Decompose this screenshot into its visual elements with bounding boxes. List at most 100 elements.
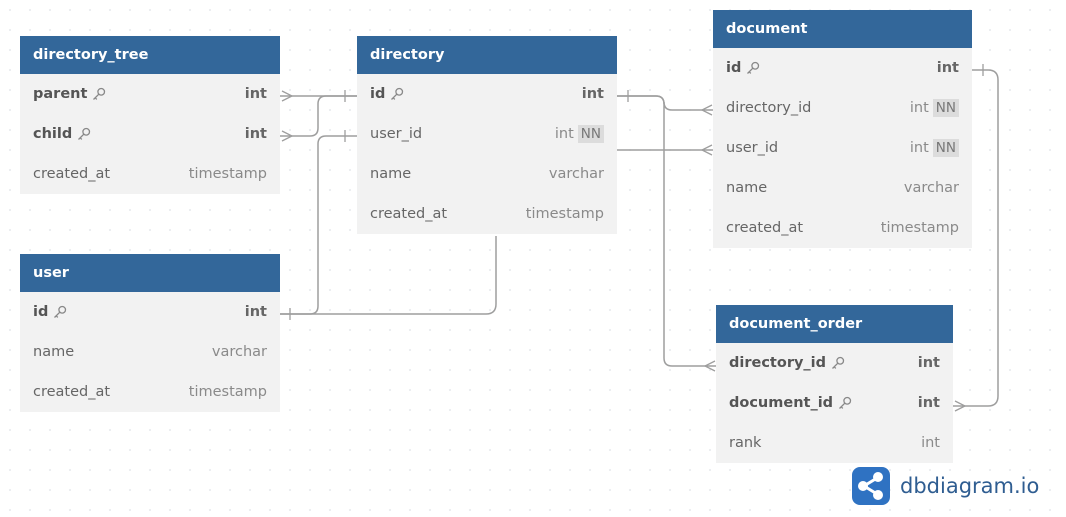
many-marker: [703, 360, 716, 372]
brand-watermark: dbdiagram.io: [852, 467, 1039, 505]
many-marker: [281, 130, 294, 142]
field-name: directory_id: [729, 355, 845, 371]
field-type: timestamp: [189, 384, 267, 400]
field-type-text: int: [917, 395, 940, 411]
field-name-text: created_at: [33, 384, 111, 400]
field-name: rank: [729, 435, 761, 451]
field-type-text: timestamp: [880, 220, 959, 236]
dbdiagram-logo-icon: [852, 467, 890, 505]
not-null-badge: NN: [577, 125, 604, 143]
field-name-text: rank: [729, 435, 762, 451]
field-name-text: directory_id: [726, 100, 812, 116]
field-row[interactable]: id int: [20, 292, 280, 332]
field-name-text: created_at: [726, 220, 804, 236]
field-type-text: varchar: [903, 180, 959, 196]
field-row[interactable]: created_at timestamp: [20, 372, 280, 412]
field-name-text: child: [33, 126, 73, 142]
field-type: varchar: [549, 166, 604, 182]
field-name: user_id: [370, 126, 422, 142]
field-name: name: [33, 344, 74, 360]
key-icon: [391, 87, 404, 100]
field-row[interactable]: rank int: [716, 423, 953, 463]
field-type: varchar: [904, 180, 959, 196]
rel-directory-tree-child-to-directory-id[interactable]: [280, 95, 357, 137]
field-name-text: created_at: [370, 206, 448, 222]
field-name: directory_id: [726, 100, 811, 116]
field-type-text: int: [909, 100, 929, 116]
field-name: created_at: [370, 206, 447, 222]
table-header[interactable]: user: [20, 254, 280, 292]
field-row[interactable]: id int: [357, 74, 617, 114]
rel-document-order-document-id-to-document-id[interactable]: [953, 69, 999, 407]
brand-name: dbdiagram.io: [900, 474, 1040, 498]
field-type-text: int: [936, 60, 959, 76]
field-type: varchar: [212, 344, 267, 360]
key-icon: [747, 61, 760, 74]
table-header[interactable]: document: [713, 10, 972, 48]
field-name-text: user_id: [370, 126, 423, 142]
field-name: id: [33, 304, 67, 320]
table-header[interactable]: document_order: [716, 305, 953, 343]
field-name: document_id: [729, 395, 852, 411]
field-row[interactable]: created_at timestamp: [20, 154, 280, 194]
field-row[interactable]: created_at timestamp: [713, 208, 972, 248]
rel-document-directory-id-to-directory-id[interactable]: [617, 95, 713, 111]
field-type-text: int: [244, 304, 267, 320]
field-type: timestamp: [189, 166, 267, 182]
field-type: timestamp: [526, 206, 604, 222]
table-user[interactable]: user id int name varchar created_at timestamp: [20, 254, 280, 412]
field-row[interactable]: created_at timestamp: [357, 194, 617, 234]
field-name-text: created_at: [33, 166, 111, 182]
field-name-text: parent: [33, 86, 88, 102]
field-type-text: int: [554, 126, 574, 142]
field-name-text: name: [370, 166, 412, 182]
field-type-text: timestamp: [525, 206, 604, 222]
field-type: int: [245, 304, 267, 320]
field-type-text: varchar: [548, 166, 604, 182]
field-row[interactable]: name varchar: [357, 154, 617, 194]
field-type-text: int: [917, 355, 940, 371]
field-type-text: varchar: [211, 344, 267, 360]
field-row[interactable]: document_id int: [716, 383, 953, 423]
field-name-text: document_id: [729, 395, 834, 411]
rel-user-id-to-directory-user-id[interactable]: [280, 135, 357, 315]
field-type: timestamp: [881, 220, 959, 236]
field-type: int: [937, 60, 959, 76]
many-marker: [700, 144, 713, 156]
field-name-text: directory_id: [729, 355, 827, 371]
key-icon: [78, 127, 91, 140]
rel-directory-to-user-id[interactable]: [280, 236, 497, 315]
table-header[interactable]: directory_tree: [20, 36, 280, 74]
rel-document-order-directory-id-to-directory-id[interactable]: [617, 95, 716, 367]
field-row[interactable]: directory_id int: [716, 343, 953, 383]
field-type: int: [918, 395, 940, 411]
field-type-text: int: [244, 86, 267, 102]
field-row[interactable]: name varchar: [20, 332, 280, 372]
key-icon: [54, 305, 67, 318]
field-name-text: id: [370, 86, 386, 102]
table-header[interactable]: directory: [357, 36, 617, 74]
field-name: name: [370, 166, 411, 182]
not-null-badge: NN: [932, 99, 959, 117]
field-type-text: timestamp: [188, 166, 267, 182]
field-type-text: int: [921, 435, 940, 451]
field-type-text: int: [909, 140, 929, 156]
field-name-text: name: [33, 344, 75, 360]
field-type-text: int: [581, 86, 604, 102]
field-name: created_at: [33, 166, 110, 182]
field-row[interactable]: parent int: [20, 74, 280, 114]
field-name: parent: [33, 86, 106, 102]
field-name: created_at: [33, 384, 110, 400]
